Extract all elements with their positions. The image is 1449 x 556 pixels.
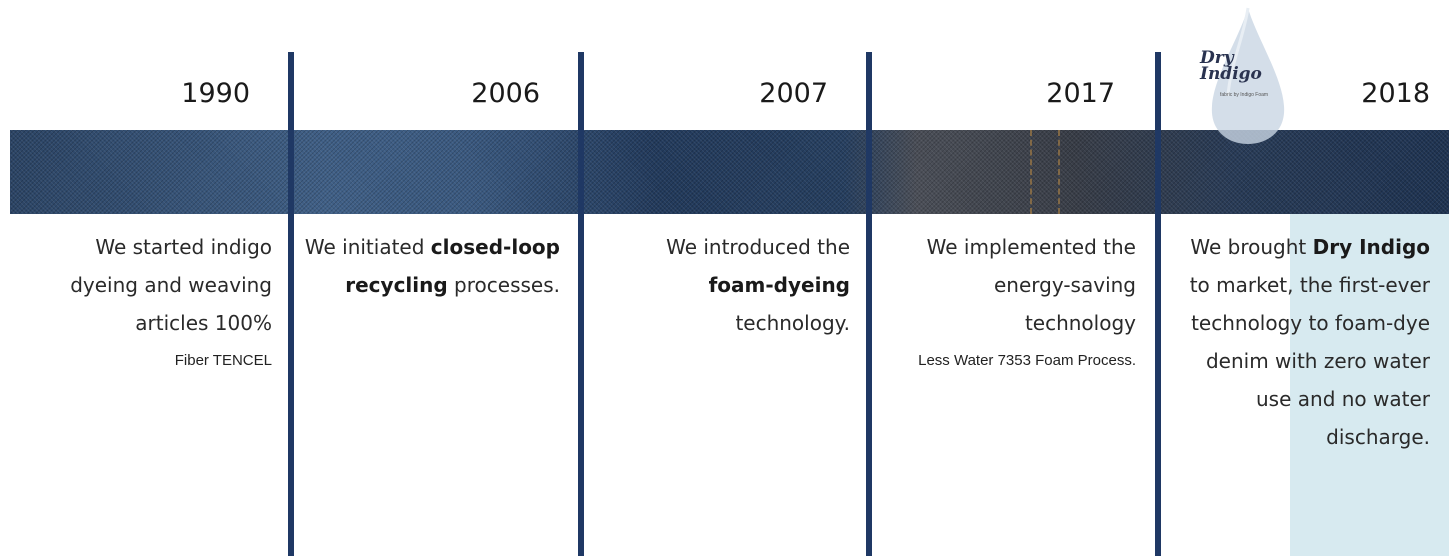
timeline-entry-1990: We started indigo dyeing and weaving art… [40, 228, 272, 380]
timeline-divider [578, 52, 584, 556]
entry-text: We initiated [304, 235, 431, 259]
highlight-block [1290, 214, 1449, 556]
entry-bold: closed-loop recycling [345, 235, 560, 297]
timeline-entry-2017: We implemented the energy-saving technol… [898, 228, 1136, 380]
logo-line1: Dry [1200, 48, 1234, 68]
timeline-entry-2006: We initiated closed-loop recycling proce… [300, 228, 560, 304]
entry-text: We brought [1190, 235, 1313, 259]
dry-indigo-logo: Dry Indigo fabric by Indigo Foam [1200, 6, 1296, 146]
entry-bold: foam-dyeing [708, 273, 850, 297]
entry-text: We introduced the [666, 235, 850, 259]
year-label: 2006 [471, 78, 540, 109]
timeline-divider [1155, 52, 1161, 556]
drop-icon [1211, 7, 1285, 144]
logo-line2: Indigo [1200, 64, 1262, 84]
entry-text-end: processes. [447, 273, 560, 297]
entry-text: We started indigo dyeing and weaving art… [70, 235, 272, 335]
logo-tagline: fabric by Indigo Foam [1220, 92, 1269, 98]
year-label: 1990 [181, 78, 250, 109]
year-label: 2007 [759, 78, 828, 109]
denim-banner [10, 130, 1449, 214]
timeline-entry-2018: We brought Dry Indigo to market, the fir… [1168, 228, 1430, 456]
entry-text-end: to market, the first-ever technology to … [1189, 273, 1430, 449]
timeline-entry-2007: We introduced the foam-dyeing technology… [600, 228, 850, 342]
entry-extra: Less Water 7353 Foam Process. [918, 352, 1136, 369]
timeline-divider [288, 52, 294, 556]
year-label: 2017 [1046, 78, 1115, 109]
entry-extra: Fiber TENCEL [174, 352, 272, 369]
denim-seam [1030, 130, 1034, 214]
timeline-divider [866, 52, 872, 556]
year-label: 2018 [1361, 78, 1430, 109]
entry-text-end: technology. [735, 311, 850, 335]
entry-text: We implemented the energy-saving technol… [926, 235, 1136, 335]
denim-seam [1058, 130, 1062, 214]
entry-bold: Dry Indigo [1312, 235, 1430, 259]
